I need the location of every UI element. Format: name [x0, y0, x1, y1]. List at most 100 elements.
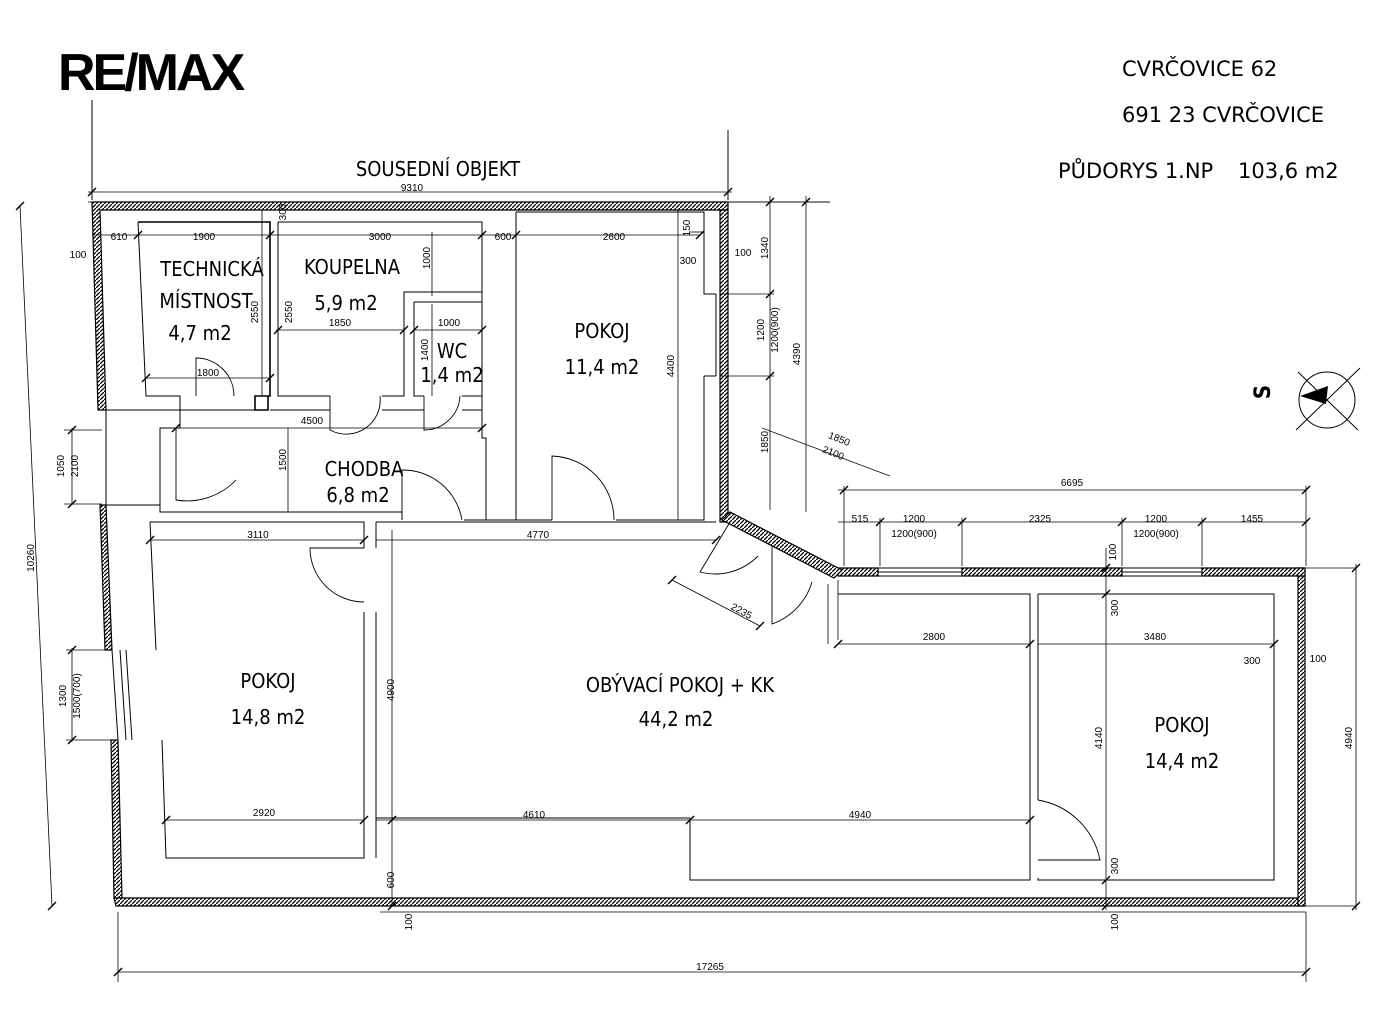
dim-label: 610: [111, 232, 128, 243]
wall-front-2: [961, 567, 1123, 577]
dim-label: 4940: [1344, 726, 1355, 749]
room-obyvaci-area: 44,2 m2: [639, 707, 714, 731]
door-pokoj-right: [1037, 799, 1101, 861]
dim-label: 1200(900): [891, 529, 937, 540]
dim-label: 600: [495, 232, 512, 243]
dim-label: 100: [1108, 543, 1119, 560]
dim-label: 1500: [278, 448, 289, 471]
dim-label: 1800: [197, 368, 220, 379]
door-main-b: [771, 546, 813, 625]
dim-label: 1050: [56, 454, 67, 477]
address-line-1: CVRČOVICE 62: [1122, 56, 1277, 81]
total-area: 103,6 m2: [1238, 159, 1339, 183]
dim-label: 2325: [1029, 514, 1052, 525]
room-koupelna-area: 5,9 m2: [314, 291, 377, 315]
dim-label: 1400: [420, 338, 431, 361]
dim-label: 100: [1110, 913, 1121, 930]
dim-label: 1200: [903, 514, 926, 525]
door-pokoj-left: [309, 547, 365, 603]
dim-label: 9310: [401, 183, 424, 194]
dim-label: 1000: [438, 318, 461, 329]
dim-label: 2800: [923, 632, 946, 643]
door-pokoj-top: [551, 455, 615, 521]
north-letter: S: [1251, 385, 1276, 399]
room-wc-area: 1,4 m2: [420, 363, 483, 387]
room-technicka-area: 4,7 m2: [168, 321, 231, 345]
dim-label: 1200: [1145, 514, 1168, 525]
address-line-2: 691 23 CVRČOVICE: [1122, 102, 1324, 127]
dim-label: 6695: [1061, 478, 1084, 489]
dim-label: 1850: [329, 318, 352, 329]
room-pokoj-left-name: POKOJ: [240, 669, 295, 693]
room-technicka-name-2: MÍSTNOST: [159, 289, 253, 313]
wall-right: [1297, 567, 1306, 907]
dim-label: 600: [386, 871, 397, 888]
wall-left-mid: [99, 504, 113, 651]
dimension-labels: 9310 610 1900 300 3000 600 2600 150 100 …: [26, 183, 1355, 973]
dim-label: 2920: [253, 808, 276, 819]
dim-label: 100: [404, 913, 415, 930]
dim-label: 4140: [1094, 726, 1105, 749]
room-pokoj-right-area: 14,4 m2: [1145, 749, 1220, 773]
door-wc: [423, 395, 461, 431]
room-pokoj-top-area: 11,4 m2: [565, 355, 640, 379]
dim-label: 4610: [523, 810, 546, 821]
dim-label: 300: [1244, 656, 1261, 667]
dim-label: 1200(900): [770, 307, 781, 353]
room-chodba-area: 6,8 m2: [326, 483, 389, 507]
dim-label: 300: [680, 256, 697, 267]
doors: [175, 357, 1101, 861]
dim-label: 1455: [1241, 514, 1264, 525]
dim-label: 1000: [422, 246, 433, 269]
door-entrance: [175, 428, 237, 502]
dim-label: 4770: [527, 530, 550, 541]
dim-label: 4940: [849, 810, 872, 821]
door-technicka: [195, 357, 235, 397]
dim-label: 3480: [1144, 632, 1167, 643]
compass-icon: S: [1251, 367, 1361, 431]
dim-label: 100: [70, 250, 87, 261]
dim-label: 2235: [729, 602, 754, 622]
dim-label: 300: [1110, 857, 1121, 874]
wall-front-3: [1201, 567, 1306, 577]
wall-diagonal: [720, 511, 844, 579]
room-wc-name: WC: [437, 339, 467, 363]
room-technicka-name-1: TECHNICKÁ: [159, 257, 264, 281]
dim-label: 300: [278, 203, 289, 220]
interior-walls: [100, 211, 1275, 881]
room-chodba-name: CHODBA: [325, 457, 404, 481]
dim-label: 3110: [247, 530, 269, 541]
dim-label: 1500(700): [72, 673, 83, 719]
door-chodba: [401, 469, 463, 521]
dim-label: 2550: [250, 300, 261, 323]
neighbour-label: SOUSEDNÍ OBJEKT: [356, 157, 521, 181]
dim-label: 100: [735, 248, 752, 259]
dim-label: 4500: [301, 416, 324, 427]
door-main-a: [699, 521, 759, 575]
svg-text:RE/MAX: RE/MAX: [58, 44, 246, 102]
dim-label: 515: [852, 514, 869, 525]
outer-walls: [91, 201, 1306, 907]
wall-right-upper: [719, 209, 729, 523]
remax-logo: RE/MAX: [58, 44, 249, 102]
dim-label: 1200: [756, 318, 767, 341]
room-pokoj-top-name: POKOJ: [574, 319, 629, 343]
dim-label: 1200(900): [1133, 529, 1179, 540]
dim-label: 2100: [821, 444, 846, 463]
dim-label: 1850: [760, 430, 771, 453]
room-obyvaci-name: OBÝVACÍ POKOJ + KK: [586, 673, 775, 697]
wall-front-1: [837, 567, 879, 577]
dim-label: 2550: [284, 300, 295, 323]
dim-label: 10260: [26, 544, 37, 572]
plan-title: PŮDORYS 1.NP: [1058, 157, 1213, 183]
room-pokoj-right-name: POKOJ: [1154, 713, 1209, 737]
dim-label: 3000: [369, 232, 392, 243]
wall-bottom: [113, 897, 1306, 907]
room-pokoj-left-area: 14,8 m2: [231, 705, 306, 729]
dim-label: 1300: [58, 684, 69, 707]
dim-label: 1340: [760, 236, 771, 259]
dim-label: 300: [1110, 599, 1121, 616]
door-koupelna: [329, 395, 381, 435]
dim-label: 1900: [193, 232, 216, 243]
